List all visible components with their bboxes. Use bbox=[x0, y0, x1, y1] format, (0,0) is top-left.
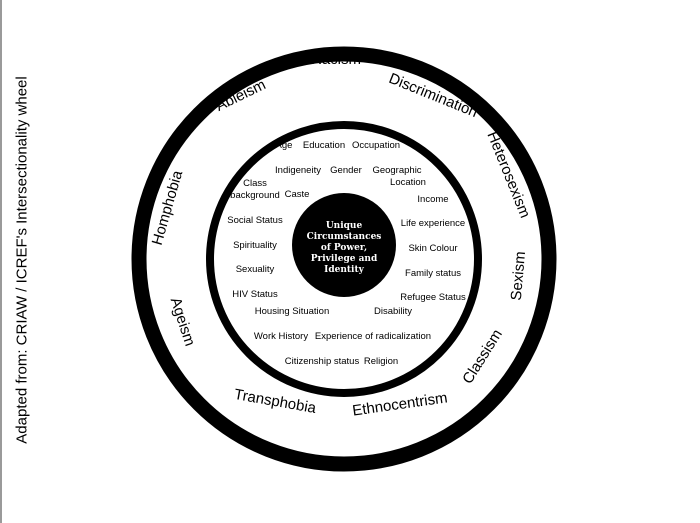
inner-label-caste: Caste bbox=[285, 189, 310, 200]
inner-label-income: Income bbox=[417, 194, 448, 205]
inner-label-work-history: Work History bbox=[254, 331, 308, 342]
inner-label-disability: Disability bbox=[374, 306, 412, 317]
inner-label-spirituality: Spirituality bbox=[233, 240, 277, 251]
center-line-unique: Unique bbox=[326, 221, 363, 231]
outer-ring bbox=[131, 46, 557, 472]
inner-label-sexuality: Sexuality bbox=[236, 264, 275, 275]
inner-label-gender: Gender bbox=[330, 165, 362, 176]
inner-label-indigeneity: Indigeneity bbox=[275, 165, 321, 176]
inner-label-housing-situation: Housing Situation bbox=[255, 306, 329, 317]
inner-ring bbox=[206, 121, 482, 397]
left-border bbox=[0, 0, 2, 523]
inner-label-experience-of-radicalization: Experience of radicalization bbox=[315, 331, 431, 342]
inner-label-social-status: Social Status bbox=[227, 215, 283, 226]
inner-label-geographic: Geographic bbox=[372, 165, 421, 176]
inner-label-religion: Religion bbox=[364, 356, 398, 367]
inner-label-skin-colour: Skin Colour bbox=[408, 243, 457, 254]
outer-label-racism: Racism bbox=[311, 51, 361, 68]
inner-label-location: Location bbox=[390, 177, 426, 188]
inner-label-class: Class bbox=[243, 178, 267, 189]
center-line-of-power: of Power, bbox=[321, 243, 367, 253]
outer-label-classism: Classism bbox=[459, 326, 506, 387]
center-line-identity: Identity bbox=[324, 265, 365, 275]
inner-label-education: Education bbox=[303, 140, 345, 151]
center-line-privilege-and: Privilege and bbox=[311, 254, 378, 264]
inner-label-refugee-status: Refugee Status bbox=[400, 292, 466, 303]
inner-label-occupation: Occupation bbox=[352, 140, 400, 151]
center-line-circumstances: Circumstances bbox=[307, 232, 382, 242]
inner-label-life-experience: Life experience bbox=[401, 218, 465, 229]
inner-label-family-status: Family status bbox=[405, 268, 461, 279]
inner-label-age: Age bbox=[276, 140, 293, 151]
center-circle bbox=[292, 193, 396, 297]
inner-label-hiv-status: HIV Status bbox=[232, 289, 278, 300]
outer-label-sexism: Sexism bbox=[508, 251, 529, 301]
outer-label-ageism: Ageism bbox=[167, 295, 199, 348]
inner-label-citizenship-status: Citizenship status bbox=[285, 356, 360, 367]
inner-label-background: background bbox=[230, 190, 280, 201]
